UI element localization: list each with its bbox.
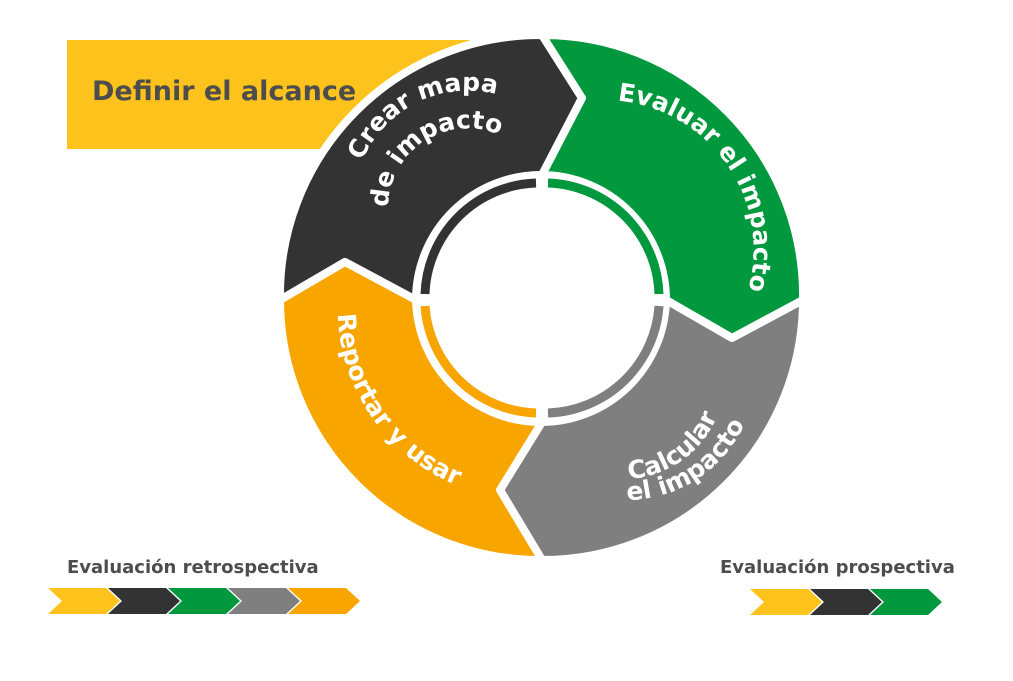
chevron-3 xyxy=(168,588,240,614)
chevron-2 xyxy=(108,588,180,614)
inner-arc-reportar xyxy=(420,305,537,418)
inner-arc-calcular xyxy=(547,305,664,418)
legend-retrospective-label: Evaluación retrospectiva xyxy=(67,557,319,578)
chevron-4 xyxy=(228,588,300,614)
legend-prospective: Evaluación prospectiva xyxy=(720,557,955,615)
chevron-2 xyxy=(810,589,882,615)
scope-label: Definir el alcance xyxy=(92,76,356,107)
segment-crear-mapa xyxy=(275,30,586,304)
inner-ring xyxy=(420,178,664,418)
chevron-1 xyxy=(48,588,120,614)
chevron-3 xyxy=(870,589,942,615)
segment-reportar xyxy=(276,258,546,565)
chevron-5 xyxy=(288,588,360,614)
legend-retrospective: Evaluación retrospectiva xyxy=(48,557,360,614)
segment-evaluar xyxy=(538,30,808,342)
cycle-ring xyxy=(275,30,808,565)
legend-prospective-label: Evaluación prospectiva xyxy=(720,557,955,578)
inner-arc-crear xyxy=(420,178,537,295)
inner-arc-evaluar xyxy=(547,178,664,295)
segment-calcular xyxy=(496,296,807,565)
chevron-row-prospective xyxy=(750,589,942,615)
chevron-1 xyxy=(750,589,822,615)
chevron-row-retrospective xyxy=(48,588,360,614)
